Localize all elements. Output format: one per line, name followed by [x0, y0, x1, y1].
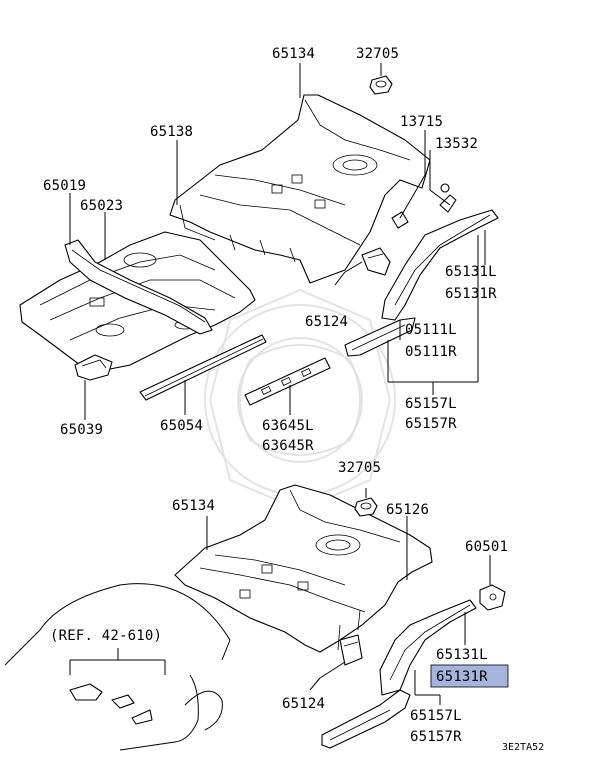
label-32705-upper[interactable]: 32705	[356, 46, 399, 62]
rear-floor-pan-upper[interactable]	[169, 94, 431, 284]
label-65023[interactable]: 65023	[80, 198, 123, 214]
label-32705-lower[interactable]: 32705	[338, 460, 381, 476]
label-65138[interactable]: 65138	[150, 124, 193, 140]
label-63645L[interactable]: 63645L	[262, 418, 314, 434]
label-63645R[interactable]: 63645R	[262, 438, 314, 454]
front-side-member[interactable]	[64, 239, 213, 335]
reference-note: (REF. 42-610)	[50, 628, 162, 644]
rear-extension-lower[interactable]	[321, 689, 411, 749]
label-65039[interactable]: 65039	[60, 422, 103, 438]
label-65131R-upper[interactable]: 65131R	[445, 286, 497, 302]
label-65157R-upper[interactable]: 65157R	[405, 416, 457, 432]
rear-floor-pan-lower[interactable]	[174, 484, 433, 653]
label-65157L-upper[interactable]: 65157L	[405, 396, 457, 412]
side-sill-65054[interactable]	[139, 334, 267, 401]
highlight-box	[430, 664, 509, 688]
label-65054[interactable]: 65054	[160, 418, 203, 434]
label-65157L-lower[interactable]: 65157L	[410, 708, 462, 724]
rear-side-member-upper[interactable]	[381, 209, 499, 321]
watermark-emblem	[204, 288, 396, 512]
label-65124-upper[interactable]: 65124	[305, 314, 348, 330]
label-65134-lower[interactable]: 65134	[172, 498, 215, 514]
label-65126[interactable]: 65126	[386, 502, 429, 518]
clip-13532[interactable]	[439, 183, 457, 213]
clip-13715[interactable]	[391, 211, 409, 229]
label-13715[interactable]: 13715	[400, 114, 443, 130]
label-65131L-upper[interactable]: 65131L	[445, 264, 497, 280]
label-65157R-lower[interactable]: 65157R	[410, 729, 462, 745]
label-05111L[interactable]: 05111L	[405, 322, 457, 338]
diagram-code: 3E2TA52	[502, 742, 544, 753]
label-65131R-lower[interactable]: 65131R	[436, 669, 488, 685]
reinforcement-63645[interactable]	[244, 357, 331, 406]
bracket-65124-upper[interactable]	[361, 247, 391, 276]
label-65131L-lower[interactable]: 65131L	[436, 647, 488, 663]
leader-lines-upper	[69, 63, 486, 420]
nut-32705-upper[interactable]	[369, 75, 393, 95]
nut-32705-lower[interactable]	[354, 497, 378, 517]
leader-lines-lower	[206, 488, 491, 705]
label-60501[interactable]: 60501	[465, 539, 508, 555]
label-65019[interactable]: 65019	[43, 178, 86, 194]
label-65134-upper[interactable]: 65134	[272, 46, 315, 62]
label-13532[interactable]: 13532	[435, 136, 478, 152]
bracket-65039[interactable]	[74, 354, 113, 381]
label-05111R[interactable]: 05111R	[405, 344, 457, 360]
vehicle-reference-silhouette	[4, 583, 231, 751]
rear-side-member-lower[interactable]	[379, 599, 477, 696]
label-65124-lower[interactable]: 65124	[282, 696, 325, 712]
bracket-60501[interactable]	[479, 584, 506, 611]
bracket-65124-lower[interactable]	[339, 634, 363, 666]
